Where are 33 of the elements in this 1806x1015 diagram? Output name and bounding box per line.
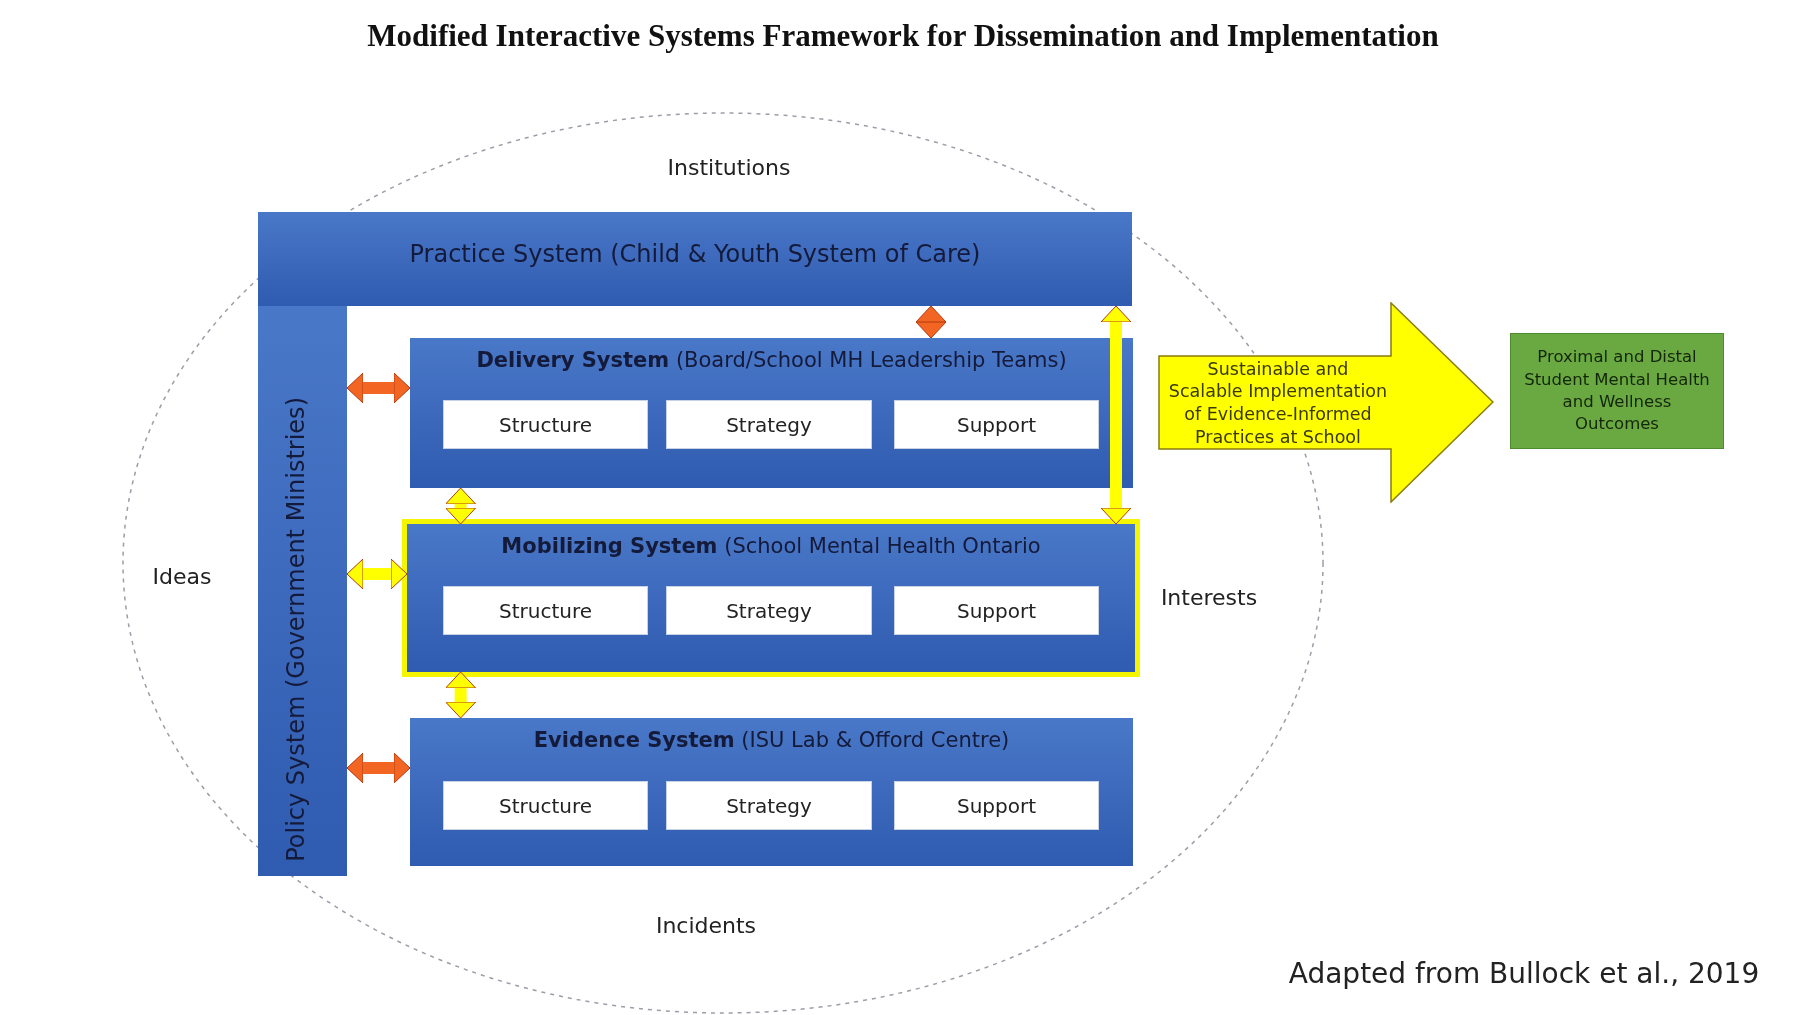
- double-arrow: [346, 372, 411, 404]
- context-label: Interests: [1160, 584, 1258, 610]
- component-card: Structure: [443, 400, 648, 449]
- double-arrow: [445, 487, 477, 525]
- outcome-box: Proximal and Distal Student Mental Health and Wellness Outcomes: [1510, 333, 1724, 449]
- panel-title: Evidence System (ISU Lab & Offord Centre): [532, 728, 1011, 752]
- component-card: Support: [894, 586, 1099, 635]
- double-arrow: [346, 558, 408, 590]
- context-label: Ideas: [152, 563, 212, 589]
- double-arrow: [346, 752, 411, 784]
- bar-title: Policy System (Government Ministries): [282, 397, 310, 862]
- bar-title: Practice System (Child & Youth System of Care): [408, 240, 982, 268]
- component-card: Strategy: [666, 586, 872, 635]
- arrow-text: Sustainable and Scalable Implementation of Evidence-Informed Practices at School: [1168, 360, 1388, 446]
- diagram-title: Modified Interactive Systems Framework for Dissemination and Implementation: [366, 18, 1440, 54]
- component-card: Structure: [443, 781, 648, 830]
- context-label: Incidents: [655, 912, 757, 938]
- component-card: Structure: [443, 586, 648, 635]
- system-bar: [258, 212, 1132, 306]
- component-card: Support: [894, 400, 1099, 449]
- panel-title: Mobilizing System (School Mental Health Ontario: [500, 534, 1042, 558]
- panel-title: Delivery System (Board/School MH Leadership Teams): [475, 348, 1068, 372]
- component-card: Strategy: [666, 781, 872, 830]
- source-note: Adapted from Bullock et al., 2019: [1288, 956, 1760, 990]
- context-label: Institutions: [667, 154, 791, 180]
- double-arrow: [915, 305, 947, 339]
- system-panel: [410, 718, 1133, 866]
- component-card: Support: [894, 781, 1099, 830]
- double-arrow: [1100, 305, 1132, 525]
- component-card: Strategy: [666, 400, 872, 449]
- system-bar: [258, 306, 347, 876]
- system-panel: [410, 338, 1133, 488]
- double-arrow: [445, 671, 477, 719]
